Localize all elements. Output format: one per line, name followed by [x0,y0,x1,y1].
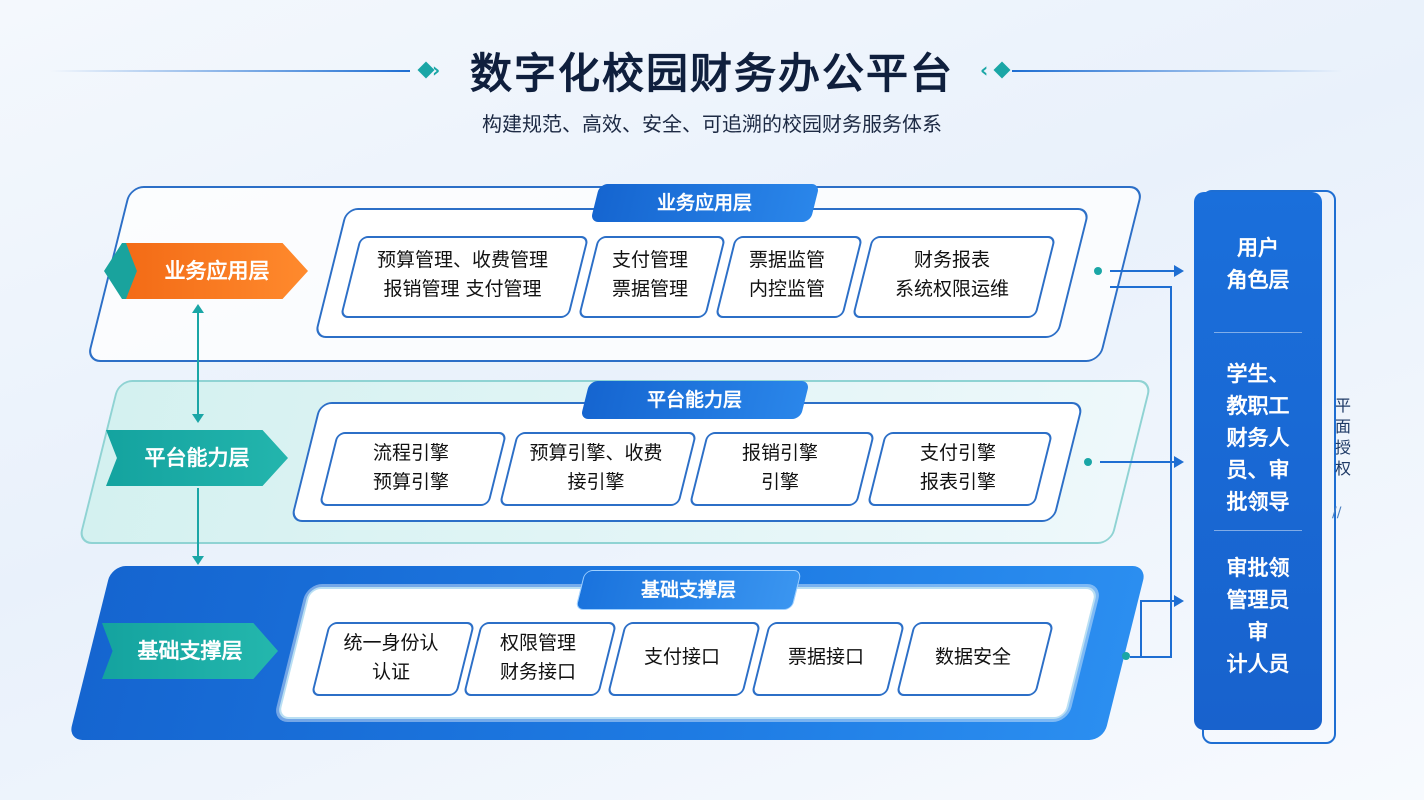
layer-tag-foundation: 基础支撑层 [102,623,278,679]
module-label: 权限管理财务接口 [499,632,576,683]
module-label: 统一身份认认证 [343,632,439,683]
side-marks: // [1332,505,1342,521]
side-label: 平 面 授 权 [1334,396,1351,478]
module-label: 支付管理票据管理 [611,249,688,300]
arrow-right-icon [1174,456,1184,468]
arrow-down-icon [192,414,204,423]
connector-line [1140,600,1142,658]
title-decor-line-left [50,70,410,72]
connector-line [197,488,199,560]
title-decor-line-right [1012,70,1342,72]
module-label: 支付引擎报表引擎 [919,442,996,493]
layer-header-business: 业务应用层 [590,184,820,222]
page-subtitle: 构建规范、高效、安全、可追溯的校园财务服务体系 [482,112,942,136]
connector-line [1100,461,1176,463]
module-label: 报销引擎引擎 [741,442,818,493]
user-group-secondary: 审批领 管理员 审 计人员 [1226,556,1290,676]
user-group-primary: 学生、 教职工 财务人 员、审 批领导 [1226,362,1290,514]
connector-dot [1094,267,1102,275]
layer-tag-business: 业务应用层 [126,243,308,299]
connector-line [1110,286,1172,288]
module-label: 财务报表系统权限运维 [894,249,1009,300]
page-title: 数字化校园财务办公平台 [469,49,954,98]
connector-line [1140,600,1176,602]
module-label: 预算管理、收费管理报销管理 支付管理 [376,249,548,300]
module-label: 数据安全 [934,646,1011,668]
connector-line [1130,656,1172,658]
divider [1214,530,1302,531]
arrow-right-icon [1174,265,1184,277]
chevron-right-icon: › [432,58,441,82]
chevron-left-icon: ‹ [980,58,989,82]
module-label: 票据接口 [787,646,864,668]
arrow-down-icon [192,556,204,565]
connector-dot [1122,652,1130,660]
user-role-panel [1194,192,1322,730]
module-label: 预算引擎、收费接引擎 [529,442,663,493]
user-panel-title: 用户角色层 [1226,236,1290,292]
connector-line [197,312,199,420]
module-label: 支付接口 [643,646,720,668]
module-label: 流程引擎预算引擎 [372,442,449,493]
layer-tag-platform: 平台能力层 [106,430,288,486]
layer-header-platform: 平台能力层 [580,381,810,419]
arrow-up-icon [192,304,204,313]
connector-line [1170,286,1172,658]
connector-dot [1084,458,1092,466]
module-label: 票据监管内控监管 [748,249,825,300]
arrow-right-icon [1174,595,1184,607]
layer-header-foundation: 基础支撑层 [575,570,802,610]
connector-line [1110,270,1176,272]
divider [1214,332,1302,333]
